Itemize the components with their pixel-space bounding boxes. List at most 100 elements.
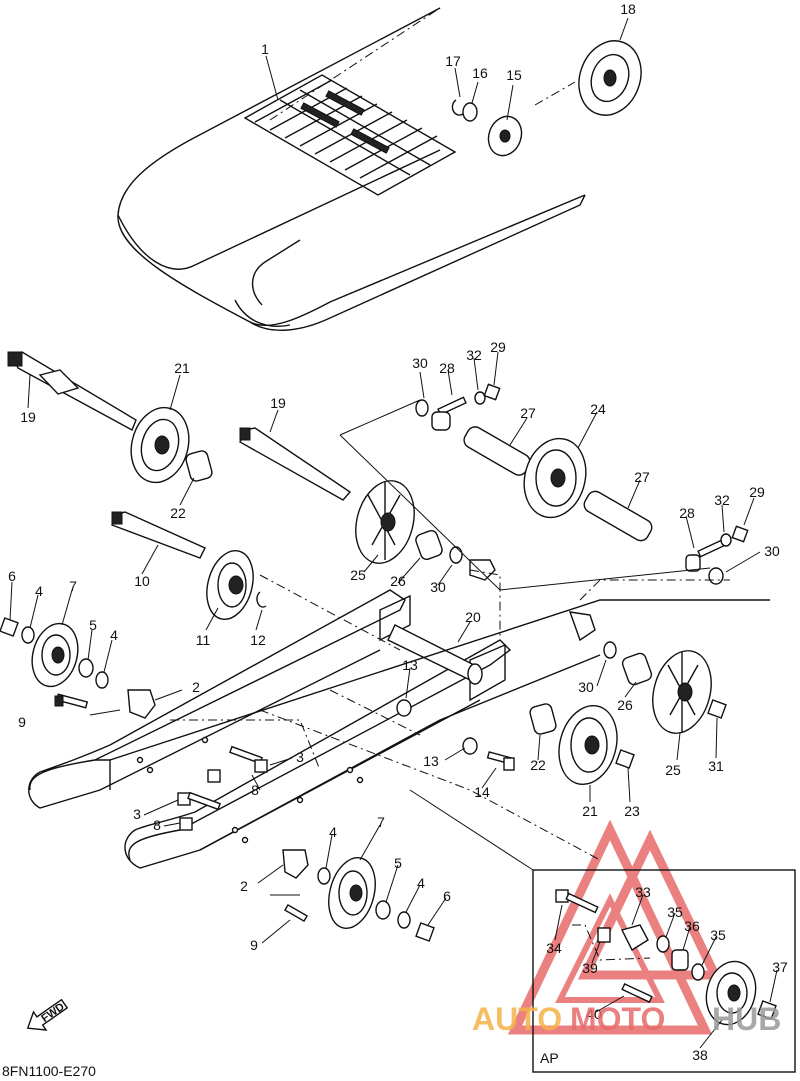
- callout-22-upper: 22: [170, 505, 186, 521]
- washer-30-a: [449, 546, 463, 564]
- bracket-2-lower: [282, 849, 309, 879]
- callout-31: 31: [708, 758, 724, 774]
- callout-27-lower: 27: [634, 469, 650, 485]
- callout-21-upper: 21: [174, 360, 190, 376]
- callout-6-left: 6: [8, 568, 16, 584]
- callout-40: 40: [586, 1006, 602, 1022]
- watermark-text: AUTO MOTO HUB: [472, 1001, 781, 1037]
- washer-13-lower: [462, 737, 478, 755]
- callout-5-left: 5: [89, 617, 97, 633]
- callout-21-lower: 21: [582, 803, 598, 819]
- callout-16: 16: [472, 65, 488, 81]
- bolt-28-lower: [685, 538, 727, 572]
- callout-34: 34: [546, 940, 562, 956]
- circlip-12: [256, 591, 267, 608]
- callout-28-upper: 28: [439, 360, 455, 376]
- callout-38: 38: [692, 1047, 708, 1063]
- callout-39: 39: [582, 960, 598, 976]
- ap-inset-box: [409, 789, 796, 1073]
- callout-12: 12: [250, 632, 266, 648]
- watermark-auto: AUTO: [472, 1001, 562, 1037]
- spacer-15: [487, 115, 523, 157]
- collar-22-upper: [185, 450, 213, 482]
- callout-15: 15: [506, 67, 522, 83]
- nut-31: [707, 699, 727, 719]
- callout-4-lower-b: 4: [417, 875, 425, 891]
- collar-16: [462, 102, 478, 122]
- washer-35-b: [691, 963, 705, 981]
- washer-30-top: [415, 399, 429, 417]
- callout-7-lower: 7: [377, 814, 385, 830]
- callout-13-lower: 13: [423, 753, 439, 769]
- callout-33: 33: [635, 884, 651, 900]
- callout-14: 14: [474, 784, 490, 800]
- callout-3-lower: 3: [133, 806, 141, 822]
- callout-18: 18: [620, 1, 636, 17]
- collar-5-left: [78, 658, 94, 678]
- callout-24: 24: [590, 401, 606, 417]
- callout-35-a: 35: [667, 904, 683, 920]
- bolt-14: [486, 751, 515, 771]
- tube-27-lower: [583, 490, 653, 542]
- slide-rail-frame: [28, 559, 770, 869]
- callout-19-center: 19: [270, 395, 286, 411]
- collar-36: [671, 949, 689, 971]
- callout-27-upper: 27: [520, 405, 536, 421]
- washer-13-upper: [396, 699, 412, 717]
- idler-wheel-21-lower: [558, 704, 618, 786]
- callout-labels: 1 17 16 15 18 19 21 22 19 10 11 12 25 26…: [8, 1, 788, 1063]
- callout-4-left-b: 4: [110, 627, 118, 643]
- ap-label: AP: [540, 1050, 559, 1066]
- bolt-9-left: [54, 693, 89, 709]
- tube-27-upper: [463, 426, 531, 476]
- collar-22-lower: [529, 703, 557, 735]
- wheel-11: [206, 550, 254, 620]
- callout-2-upper: 2: [192, 679, 200, 695]
- callout-9-upper: 9: [18, 714, 26, 730]
- callout-20: 20: [465, 609, 481, 625]
- washer-35-a: [656, 935, 670, 953]
- callout-26-lower: 26: [617, 697, 633, 713]
- collar-26-lower: [621, 652, 653, 686]
- bolt-9-lower: [284, 903, 308, 923]
- nut-23: [615, 749, 635, 769]
- watermark-moto: MOTO: [570, 1001, 665, 1037]
- watermark-logo: [507, 819, 723, 1035]
- washer-30-right: [708, 567, 724, 585]
- idler-wheel-25-upper: [355, 480, 415, 564]
- nut-8-lower: [179, 817, 193, 831]
- callout-32-lower: 32: [714, 492, 730, 508]
- wheel-7-left: [31, 622, 79, 688]
- watermark-hub: HUB: [712, 1001, 781, 1037]
- bolt-3-upper: [229, 745, 268, 773]
- bolt-34: [555, 889, 599, 914]
- callout-30-mid: 30: [430, 579, 446, 595]
- callout-9-lower: 9: [250, 937, 258, 953]
- leader-lines: [9, 17, 778, 1049]
- spacer-upper-cup: [431, 411, 451, 431]
- callout-19-left: 19: [20, 409, 36, 425]
- callout-30-top: 30: [412, 355, 428, 371]
- callout-11: 11: [196, 632, 211, 648]
- callout-22-lower: 22: [530, 757, 546, 773]
- washer-4-lower-a: [317, 867, 331, 885]
- axle-10: [111, 511, 206, 559]
- washer-30-lower: [603, 641, 617, 659]
- callout-28-lower: 28: [679, 505, 695, 521]
- wheel-38: [705, 960, 757, 1026]
- bracket-2-left: [127, 689, 156, 719]
- collar-26-upper: [415, 530, 443, 560]
- callout-5-lower: 5: [394, 855, 402, 871]
- wheel-7-lower: [328, 857, 376, 929]
- circlip-17: [451, 99, 464, 116]
- callout-8-upper: 8: [251, 782, 259, 798]
- callout-8-lower: 8: [153, 817, 161, 833]
- nut-29-lower: [731, 525, 749, 543]
- callout-7-left: 7: [69, 578, 77, 594]
- callout-1: 1: [261, 41, 269, 57]
- bolt-3-lower: [177, 791, 221, 811]
- nut-8-upper: [207, 769, 221, 783]
- callout-4-lower-a: 4: [329, 824, 337, 840]
- callout-23: 23: [624, 803, 640, 819]
